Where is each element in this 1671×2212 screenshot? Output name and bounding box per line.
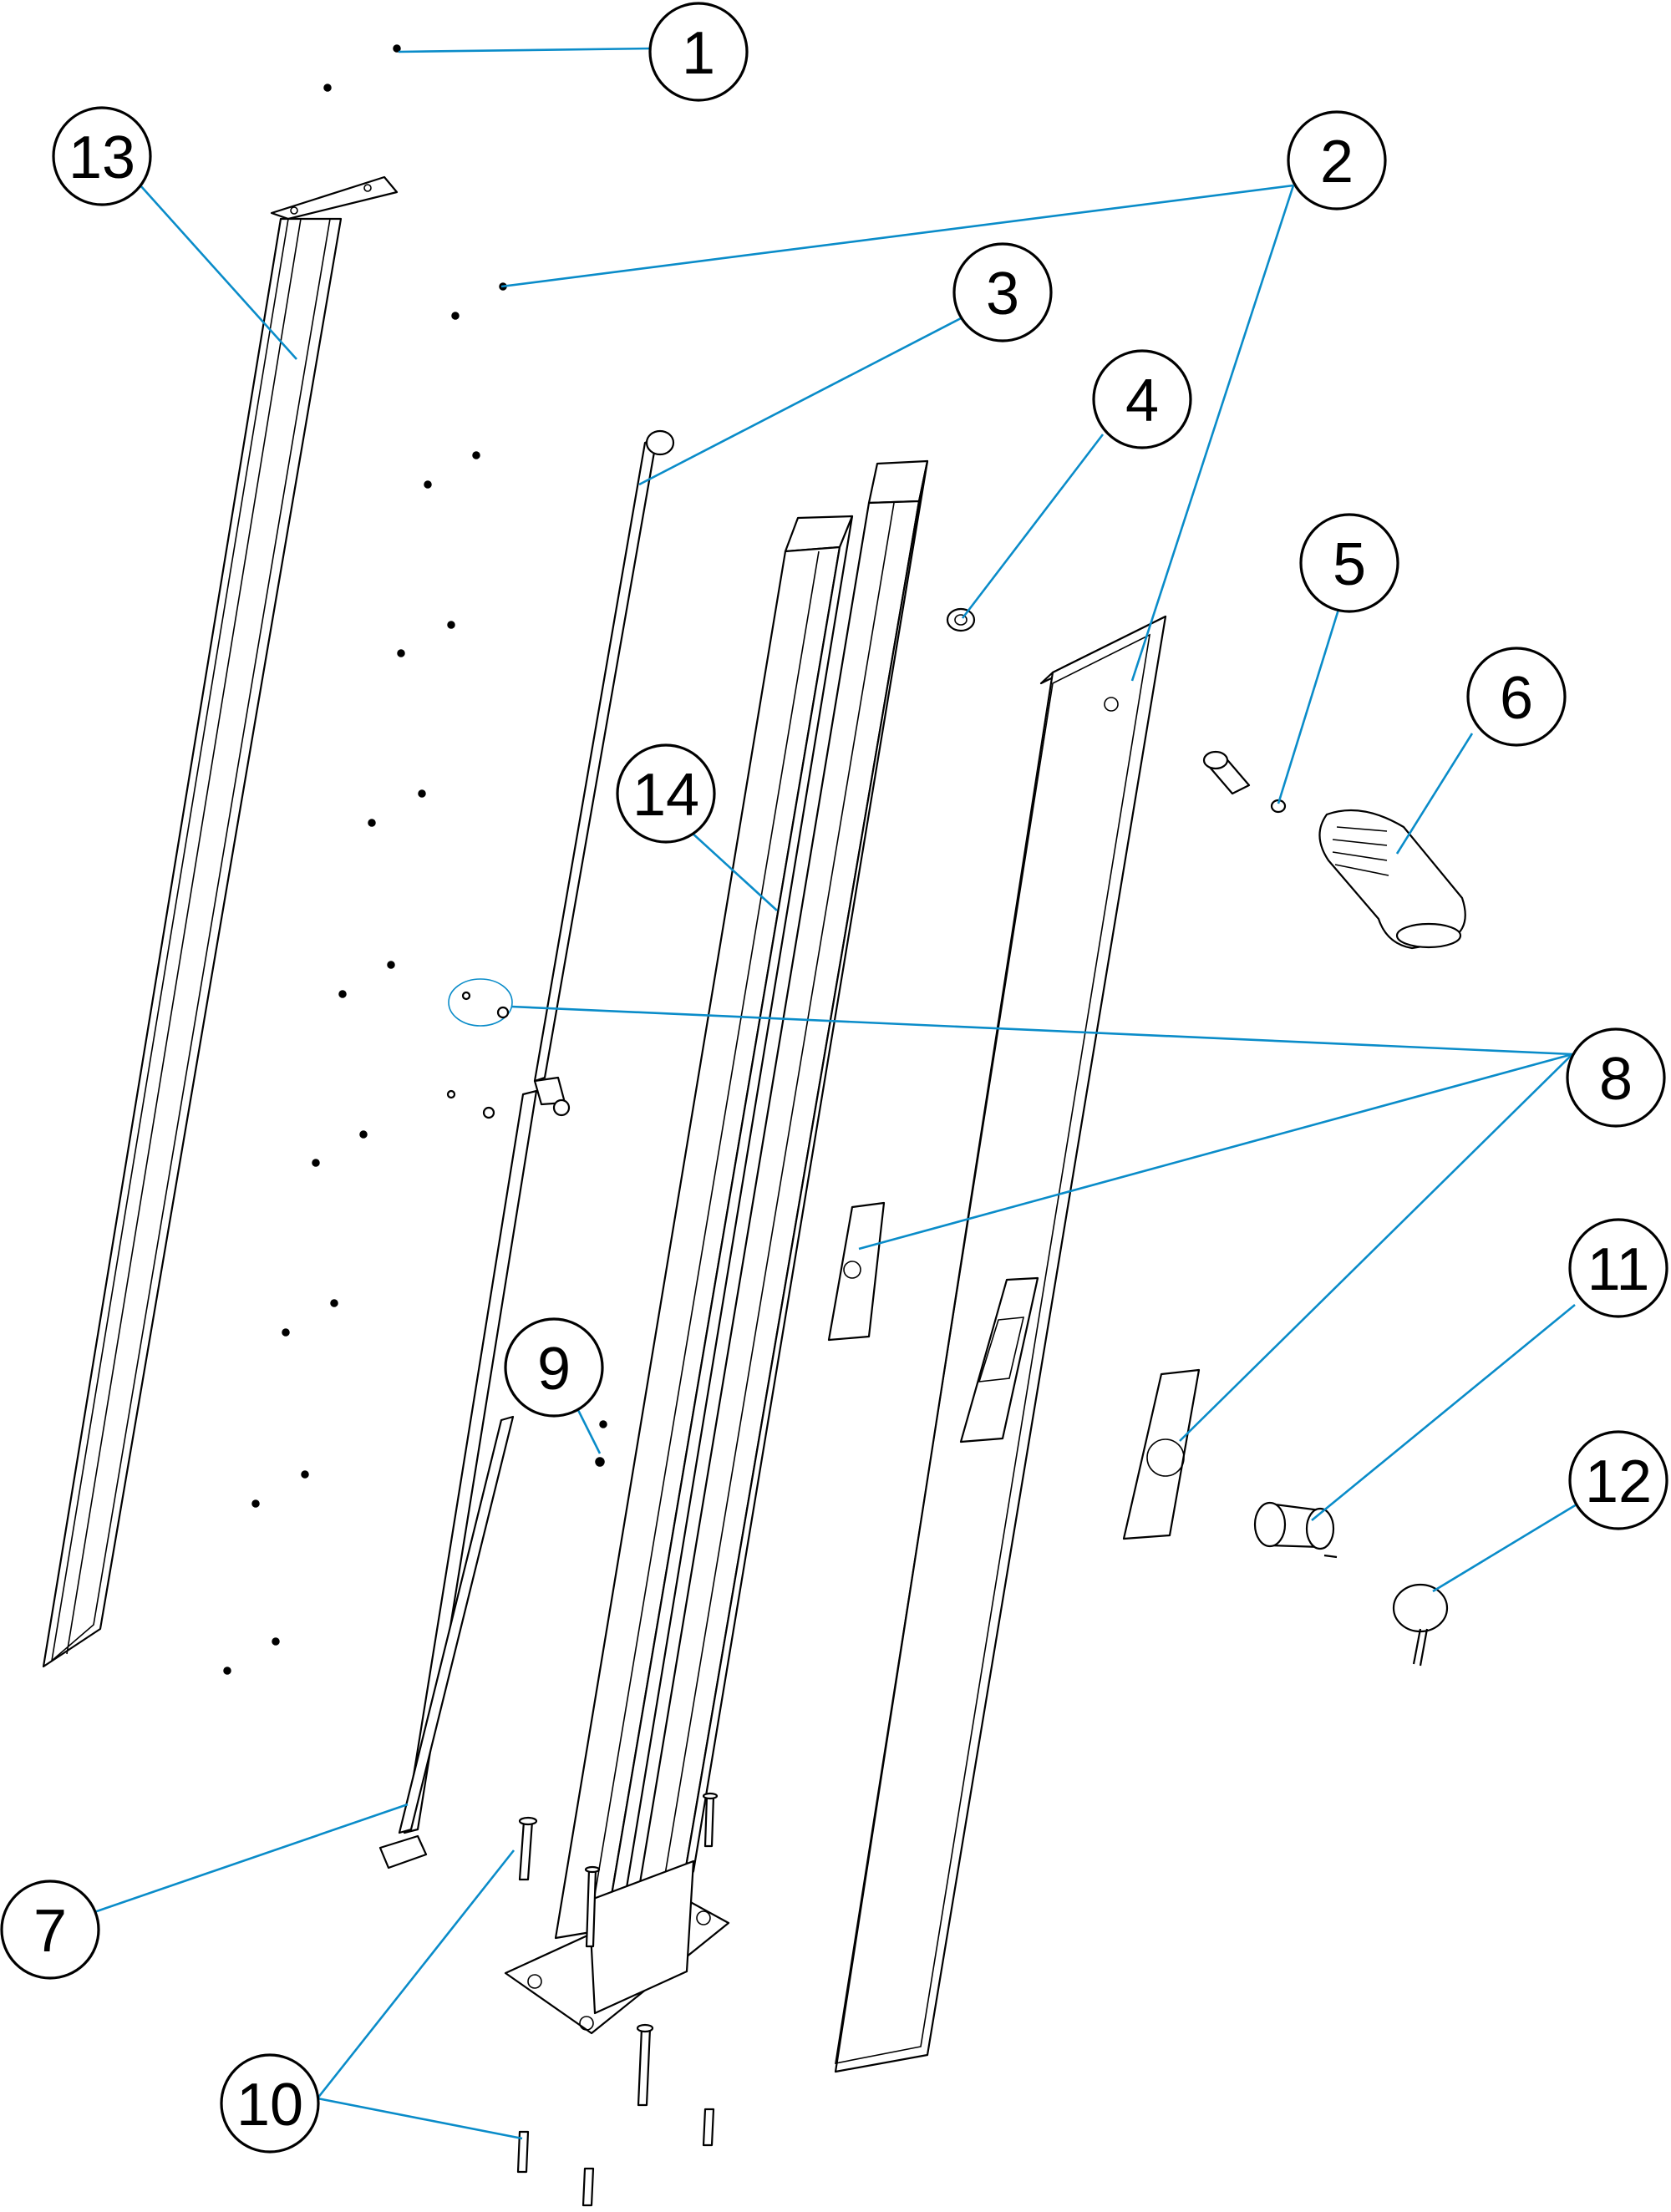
callout-label-8: 8: [1599, 1046, 1633, 1113]
callout-label-13: 13: [69, 124, 135, 191]
part-4-nut: [946, 607, 976, 632]
callout-12: 12: [1568, 1430, 1668, 1530]
callout-3: 3: [952, 242, 1053, 342]
leader-5: [1277, 601, 1343, 804]
leader-4: [961, 434, 1105, 619]
leader-12: [1432, 1500, 1582, 1593]
callout-2: 2: [1287, 110, 1387, 211]
leader-8-c: [1179, 1053, 1573, 1442]
callout-4: 4: [1092, 349, 1192, 449]
leader-2-b: [1130, 185, 1295, 682]
leader-10-b: [317, 2097, 523, 2140]
callout-8: 8: [1566, 1027, 1666, 1128]
leader-8-b: [858, 1053, 1573, 1251]
leader-3: [638, 316, 963, 486]
part-7-pipe-lower: [378, 1089, 538, 1870]
part-10-bolts: [516, 1792, 719, 2207]
part-14-column: [504, 459, 929, 2035]
callout-7: 7: [0, 1880, 100, 1980]
leader-9: [573, 1403, 602, 1454]
callout-9: 9: [504, 1317, 604, 1418]
part-5-spacer: [1202, 750, 1287, 814]
callout-label-9: 9: [537, 1336, 571, 1403]
callout-label-1: 1: [682, 20, 715, 87]
part-9-small-screws: [595, 1420, 607, 1467]
part-3-pipe-upper: [533, 429, 675, 1117]
leader-10-a: [316, 1849, 516, 2099]
leader-lines: [91, 47, 1582, 2140]
callout-label-3: 3: [986, 261, 1019, 327]
callout-11: 11: [1568, 1218, 1668, 1318]
callout-14: 14: [616, 743, 716, 844]
callout-label-7: 7: [33, 1898, 67, 1965]
leader-1: [398, 47, 654, 53]
leader-2-a: [500, 184, 1294, 288]
part-12-handle: [1392, 1583, 1449, 1667]
callout-label-12: 12: [1585, 1448, 1652, 1515]
part-2-front-panel: [834, 615, 1167, 2073]
loose-screws: [223, 44, 507, 1675]
callout-10: 10: [220, 2053, 320, 2154]
callout-label-4: 4: [1125, 368, 1159, 434]
callout-label-11: 11: [1587, 1236, 1650, 1303]
callout-5: 5: [1299, 513, 1399, 613]
leader-8-a: [510, 1005, 1573, 1056]
part-8-plates: [446, 978, 1201, 1540]
callout-label-5: 5: [1333, 531, 1366, 598]
leader-7: [91, 1803, 409, 1915]
leader-13: [140, 185, 297, 360]
part-13-channel-profile: [42, 175, 399, 1668]
callout-label-10: 10: [236, 2072, 303, 2138]
leader-6: [1395, 733, 1474, 855]
part-6-shower-head: [1318, 809, 1466, 950]
callouts: 1 2 3 4 5 6 7 8: [0, 2, 1668, 2154]
callout-label-14: 14: [632, 762, 699, 829]
leader-14: [680, 822, 778, 911]
callout-1: 1: [648, 2, 749, 102]
callout-label-6: 6: [1500, 665, 1533, 732]
callout-13: 13: [52, 106, 152, 206]
callout-label-2: 2: [1320, 129, 1354, 195]
leader-11: [1311, 1303, 1576, 1522]
callout-6: 6: [1466, 647, 1567, 747]
